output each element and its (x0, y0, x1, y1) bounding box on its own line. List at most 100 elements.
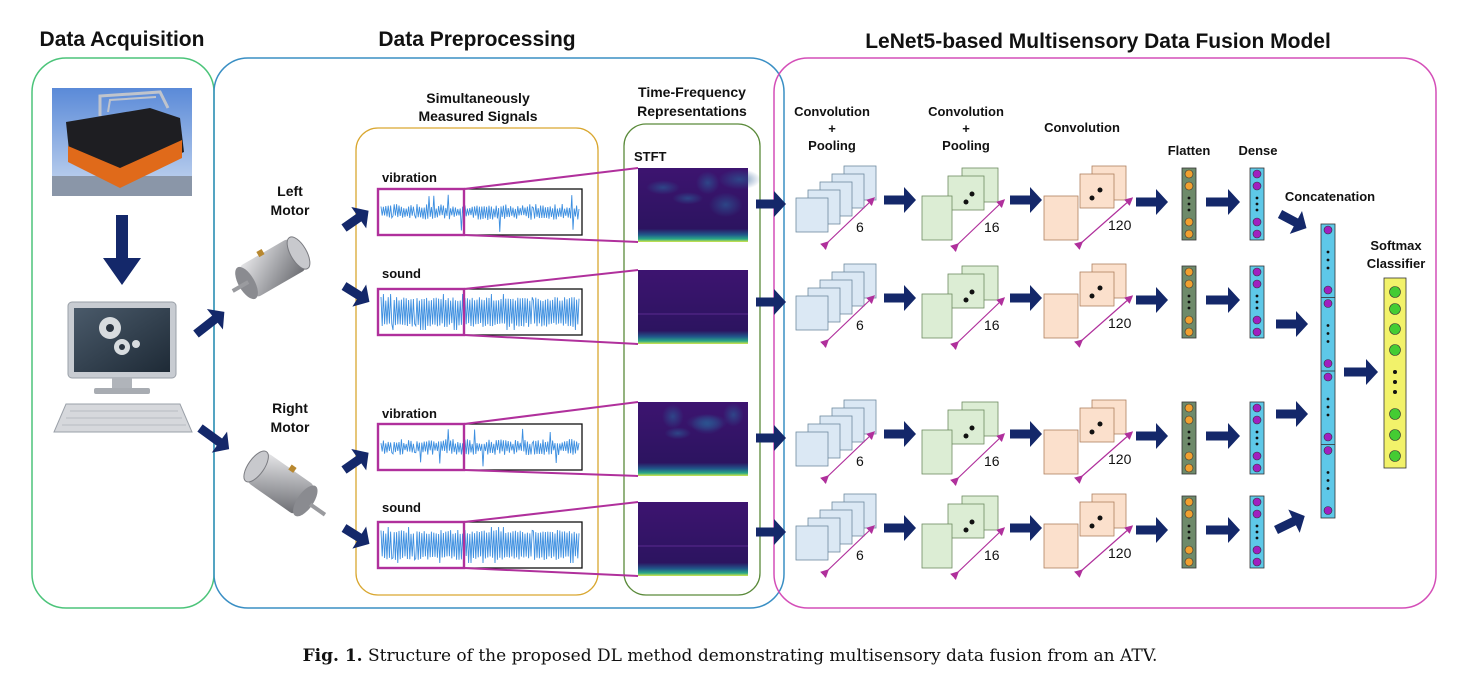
arrow-flatten-to-dense-row-2 (1206, 287, 1240, 313)
conv-pool-1-block-row-2: 6 (795, 263, 877, 348)
conv-pool-1-label-1: Convolution (794, 104, 870, 119)
conv-pool-1-label-3: Pooling (808, 138, 856, 153)
waveform-right-sound (380, 526, 580, 564)
dense-vector-row-2 (1249, 265, 1265, 339)
arrow-flatten-to-dense-row-3 (1206, 423, 1240, 449)
softmax-classifier (1383, 277, 1407, 469)
zoom-line-bottom-left-sound (463, 334, 639, 345)
filter-count-16-row-2: 16 (984, 317, 1000, 333)
arrow-conv2-to-conv3-row-3 (1010, 421, 1042, 447)
arrow-conv1-to-conv2-row-4 (884, 515, 916, 541)
flatten-vector-row-4 (1181, 495, 1197, 569)
left-motor-icon (231, 236, 311, 300)
arrow-conv2-to-conv3-row-1 (1010, 187, 1042, 213)
down-arrow-icon (103, 215, 141, 285)
dense-vector-row-4 (1249, 495, 1265, 569)
arrow-conv1-to-conv2-row-3 (884, 421, 916, 447)
arrow-dense-to-concat-1 (1277, 210, 1307, 234)
tfr-header-2: Representations (637, 103, 747, 119)
conv-pool-1-block-row-1: 6 (795, 165, 877, 250)
right-motor-label-1: Right (272, 400, 308, 416)
conv-3-block-row-1: 120 (1043, 165, 1134, 250)
concatenation-label: Concatenation (1285, 189, 1375, 204)
left-motor-label-1: Left (277, 183, 303, 199)
conv-3-block-row-4: 120 (1043, 493, 1134, 578)
filter-count-16-row-4: 16 (984, 547, 1000, 563)
arrow-left-motor-vibration (341, 207, 369, 232)
signal-label-left-sound: sound (382, 266, 421, 281)
arrow-concat-to-softmax (1344, 359, 1378, 385)
dense-vector-row-1 (1249, 167, 1265, 241)
zoom-line-bottom-right-sound (463, 567, 639, 577)
stft-label: STFT (634, 149, 667, 164)
arrow-conv3-to-flatten-row-4 (1136, 517, 1168, 543)
zoom-line-bottom-left-vibration (463, 234, 639, 243)
zoom-line-top-left-vibration (463, 167, 639, 190)
conv-pool-2-label-3: Pooling (942, 138, 990, 153)
filter-count-16-row-1: 16 (984, 219, 1000, 235)
signals-header-1: Simultaneously (426, 90, 530, 106)
spectrogram-left-sound (638, 270, 748, 344)
zoom-line-top-right-vibration (463, 401, 639, 425)
filter-count-6-row-4: 6 (856, 547, 864, 563)
softmax-label-1: Softmax (1370, 238, 1422, 253)
filter-count-6-row-3: 6 (856, 453, 864, 469)
arrow-flatten-to-dense-row-1 (1206, 189, 1240, 215)
signal-label-left-vibration: vibration (382, 170, 437, 185)
window-right-sound (376, 520, 466, 570)
arrow-spec-to-conv1-row-3 (756, 425, 786, 451)
waveform-right-vibration (380, 428, 580, 467)
filter-count-120-row-3: 120 (1108, 451, 1132, 467)
filter-count-6-row-1: 6 (856, 219, 864, 235)
atv-photo (52, 88, 192, 196)
signals-header-2: Measured Signals (418, 108, 537, 124)
arrow-right-motor-sound (341, 524, 370, 549)
window-right-vibration (376, 422, 466, 472)
arrow-dense-to-concat-2 (1276, 311, 1308, 337)
arrow-right-motor-vibration (341, 449, 369, 474)
window-left-sound (376, 287, 466, 337)
dense-vector-row-3 (1249, 401, 1265, 475)
filter-count-120-row-2: 120 (1108, 315, 1132, 331)
zoom-line-top-right-sound (463, 501, 639, 523)
arrow-conv2-to-conv3-row-4 (1010, 515, 1042, 541)
conv-3-label: Convolution (1044, 120, 1120, 135)
filter-count-16-row-3: 16 (984, 453, 1000, 469)
figure-caption: Fig. 1. Structure of the proposed DL met… (0, 646, 1460, 666)
section-title-model: LeNet5-based Multisensory Data Fusion Mo… (865, 30, 1331, 53)
section-title-preprocessing: Data Preprocessing (378, 28, 575, 51)
tfr-header-1: Time-Frequency (638, 84, 746, 100)
zoom-line-top-left-sound (463, 269, 639, 290)
softmax-label-2: Classifier (1367, 256, 1426, 271)
section-title-acquisition: Data Acquisition (40, 28, 205, 51)
window-left-vibration (376, 187, 466, 237)
right-motor-label-2: Motor (271, 419, 310, 435)
tfr-frame (623, 123, 761, 596)
fusion-diagram: Data Acquisition Data Preprocessing LeNe… (31, 28, 1437, 609)
arrow-conv2-to-conv3-row-2 (1010, 285, 1042, 311)
arrow-dense-to-concat-4 (1274, 509, 1305, 535)
flatten-vector-row-1 (1181, 167, 1197, 241)
conv-pool-2-label-2: + (962, 121, 970, 136)
arrow-flatten-to-dense-row-4 (1206, 517, 1240, 543)
arrow-conv3-to-flatten-row-3 (1136, 423, 1168, 449)
waveform-left-sound (380, 293, 580, 331)
conv-3-block-row-2: 120 (1043, 263, 1134, 348)
flatten-vector-row-3 (1181, 401, 1197, 475)
conv-3-block-row-3: 120 (1043, 399, 1134, 484)
flatten-label: Flatten (1168, 143, 1211, 158)
arrow-spec-to-conv1-row-1 (756, 191, 786, 217)
signal-label-right-sound: sound (382, 500, 421, 515)
signal-label-right-vibration: vibration (382, 406, 437, 421)
caption-text: Structure of the proposed DL method demo… (367, 646, 1158, 666)
conv-pool-2-block-row-2: 16 (921, 265, 1006, 350)
waveform-left-vibration (380, 194, 580, 232)
arrow-conv1-to-conv2-row-2 (884, 285, 916, 311)
zoom-line-bottom-right-vibration (463, 469, 639, 477)
flatten-vector-row-2 (1181, 265, 1197, 339)
conv-pool-2-block-row-3: 16 (921, 401, 1006, 486)
arrow-dense-to-concat-3 (1276, 401, 1308, 427)
preprocessing-frame (213, 57, 785, 609)
conv-pool-2-label-1: Convolution (928, 104, 1004, 119)
arrow-spec-to-conv1-row-4 (756, 519, 786, 545)
